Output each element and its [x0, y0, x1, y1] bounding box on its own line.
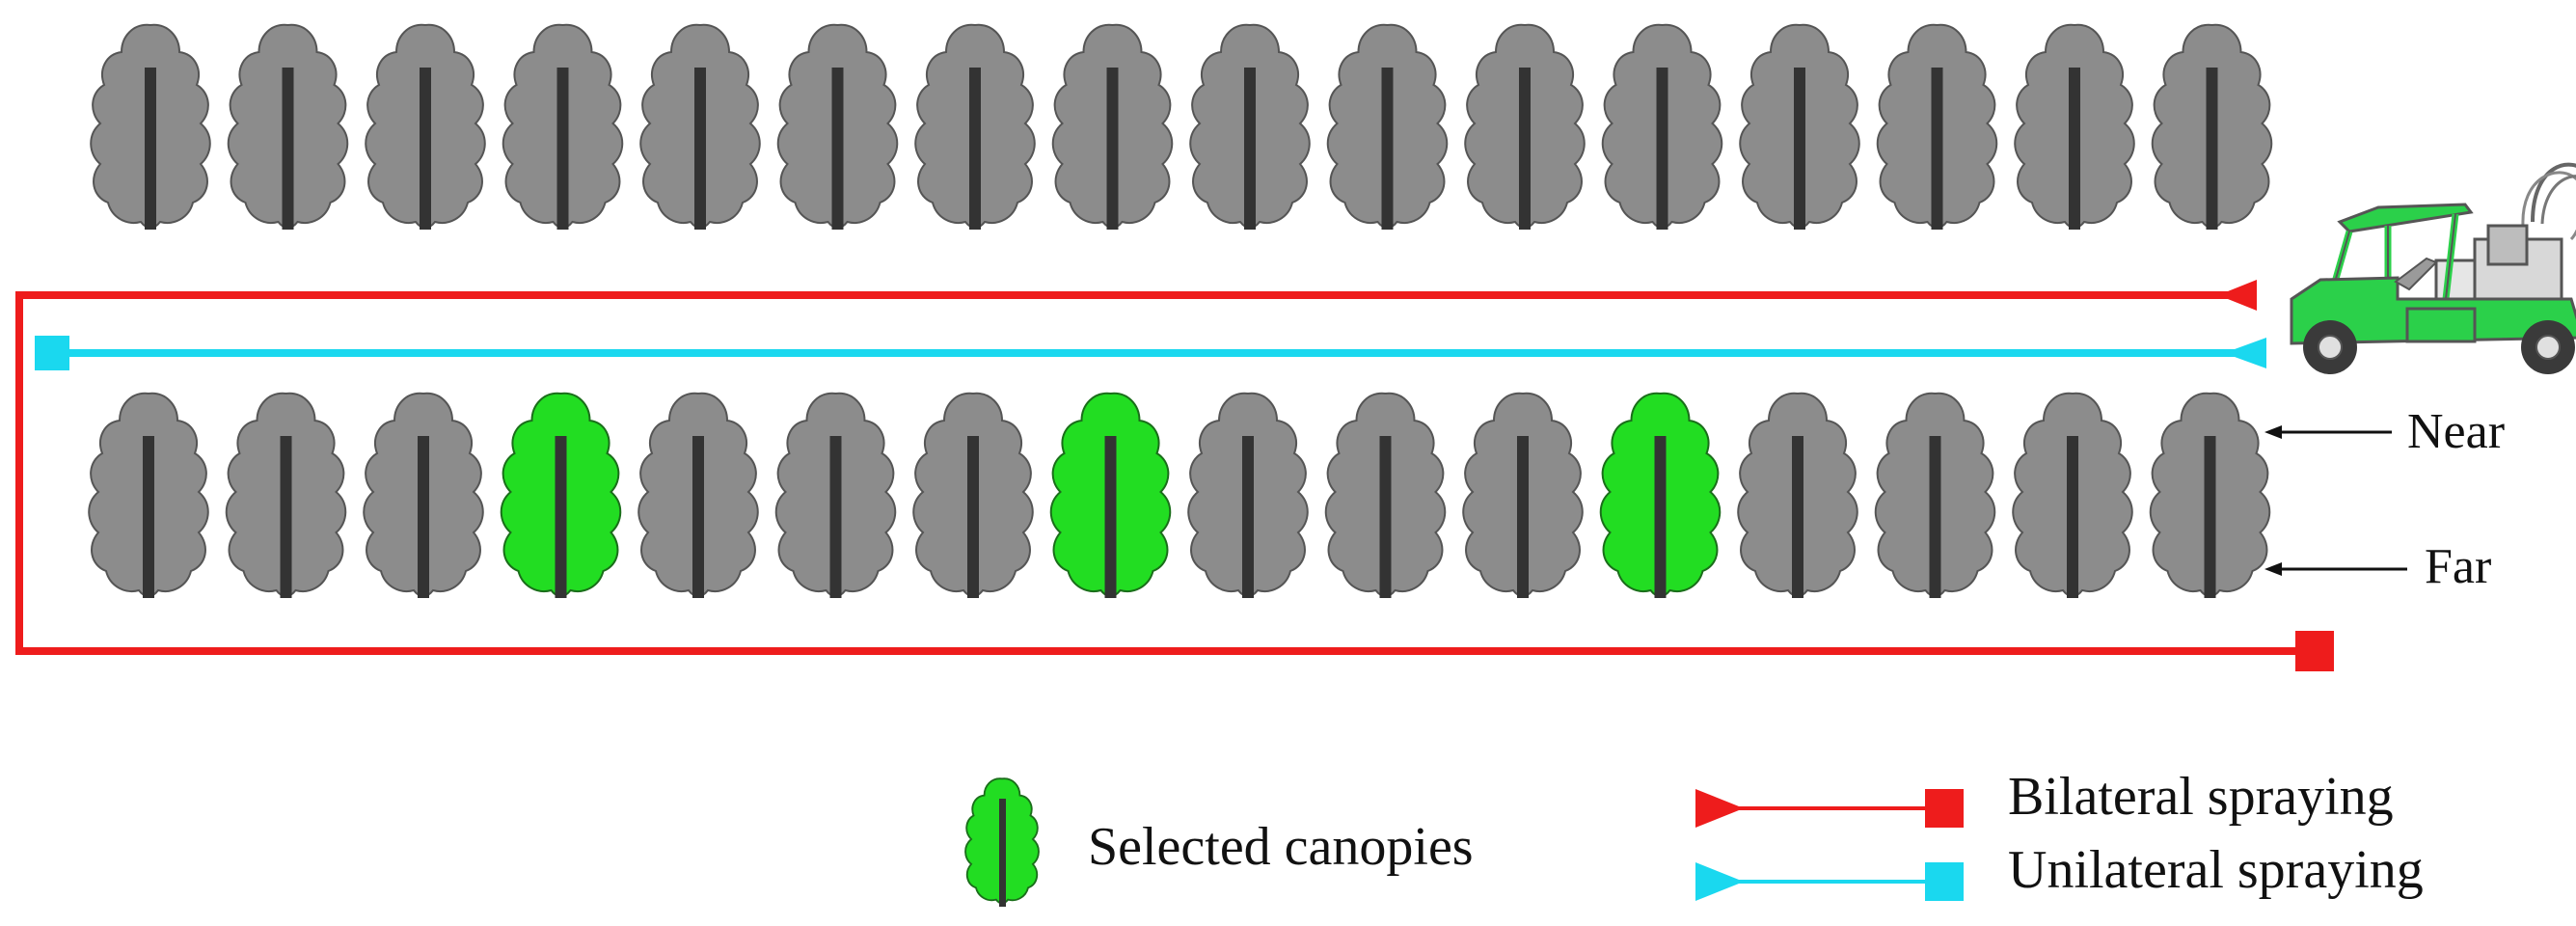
legend-selected-canopies-label: Selected canopies: [1088, 817, 1474, 877]
tree-trunk: [2204, 436, 2216, 598]
tree-canopy: [774, 392, 897, 598]
tree-canopy: [2014, 23, 2135, 230]
legend-unilateral-label: Unilateral spraying: [2008, 840, 2424, 900]
tree-trunk: [1654, 436, 1667, 598]
tree-trunk: [145, 68, 156, 230]
legend-bilateral-label: Bilateral spraying: [2008, 767, 2394, 827]
legend-bilateral-arrow-icon: [1695, 789, 1744, 828]
tree-canopy: [912, 392, 1034, 598]
tree-canopy: [90, 23, 211, 230]
near-marker: Near: [2264, 404, 2505, 459]
tree-trunk: [282, 68, 294, 230]
tree-trunk: [1931, 68, 1943, 230]
tree-trunk: [2067, 436, 2078, 598]
bilateral-start-arrow-icon: [2218, 280, 2257, 311]
near-arrow-icon: [2264, 425, 2282, 439]
tree-trunk: [420, 68, 431, 230]
tree-trunk: [969, 68, 981, 230]
tree-canopy: [637, 392, 759, 598]
tree-trunk: [1517, 436, 1529, 598]
tree-canopy: [639, 23, 761, 230]
tree-trunk: [418, 436, 429, 598]
tree-canopy: [1739, 23, 1860, 230]
tree-canopy: [914, 23, 1036, 230]
legend-unilateral-arrow-icon: [1695, 862, 1744, 901]
tree-trunk: [967, 436, 979, 598]
tree-canopy: [2151, 23, 2273, 230]
tree-trunk: [692, 436, 704, 598]
selected-tree-canopy: [500, 392, 622, 598]
tree-canopy: [1737, 392, 1858, 598]
tree-canopy: [776, 23, 899, 230]
tree-canopy: [2149, 392, 2271, 598]
tree-canopy: [1462, 392, 1584, 598]
spray-vehicle-icon: [2290, 162, 2576, 374]
tree-trunk: [829, 436, 842, 598]
legend-unilateral-square-icon: [1925, 862, 1964, 901]
tree-trunk: [1794, 68, 1805, 230]
tree-canopy: [88, 392, 209, 598]
bilateral-spraying-path: [15, 280, 2334, 671]
tree-canopy: [1876, 23, 1998, 230]
tree-canopy: [227, 23, 349, 230]
tree-trunk: [831, 68, 844, 230]
tree-trunk: [556, 68, 569, 230]
bilateral-path-line: [15, 291, 2317, 655]
legend-selected-canopy-icon: [964, 777, 1040, 907]
tree-row-top: [90, 23, 2273, 230]
legend-unilateral-swatch: [1695, 862, 1964, 901]
tree-canopy: [1601, 23, 1723, 230]
tree-trunk: [2206, 68, 2218, 230]
unilateral-end-square-icon: [35, 336, 69, 370]
tree-canopy: [1324, 392, 1447, 598]
tree-trunk: [694, 68, 706, 230]
legend-bilateral-swatch: [1695, 789, 1964, 828]
tree-canopy: [1464, 23, 1586, 230]
tree-trunk: [1381, 68, 1394, 230]
tree-trunk: [1519, 68, 1531, 230]
tree-trunk: [1379, 436, 1392, 598]
tree-trunk: [1929, 436, 1941, 598]
tree-canopy: [1326, 23, 1449, 230]
tree-canopy: [225, 392, 347, 598]
tree-canopy: [1187, 392, 1309, 598]
near-label: Near: [2407, 404, 2505, 459]
legend-bilateral-square-icon: [1925, 789, 1964, 828]
tree-canopy: [502, 23, 624, 230]
tree-canopy: [365, 23, 486, 230]
tree-trunk: [1242, 436, 1254, 598]
tree-trunk: [555, 436, 567, 598]
tree-trunk: [143, 436, 154, 598]
unilateral-spraying-path: [35, 336, 2266, 370]
far-label: Far: [2425, 539, 2491, 594]
far-marker: Far: [2264, 539, 2491, 594]
unilateral-start-arrow-icon: [2224, 338, 2266, 368]
tree-trunk: [1104, 436, 1117, 598]
tree-trunk: [280, 436, 292, 598]
tree-trunk: [2069, 68, 2080, 230]
selected-tree-canopy: [1599, 392, 1722, 598]
tree-row-bottom: [88, 392, 2271, 598]
tree-canopy: [2012, 392, 2133, 598]
tree-canopy: [1874, 392, 1996, 598]
legend: Selected canopies Bilateral spraying Uni…: [964, 767, 2424, 907]
far-arrow-icon: [2264, 562, 2282, 576]
tree-canopy: [363, 392, 484, 598]
bilateral-end-square-icon: [2295, 631, 2334, 671]
tree-trunk: [1792, 436, 1803, 598]
selected-tree-canopy: [1049, 392, 1172, 598]
tree-canopy: [1189, 23, 1311, 230]
tree-trunk: [1106, 68, 1119, 230]
tree-trunk: [1656, 68, 1668, 230]
tree-trunk: [1244, 68, 1256, 230]
tree-canopy: [1051, 23, 1174, 230]
